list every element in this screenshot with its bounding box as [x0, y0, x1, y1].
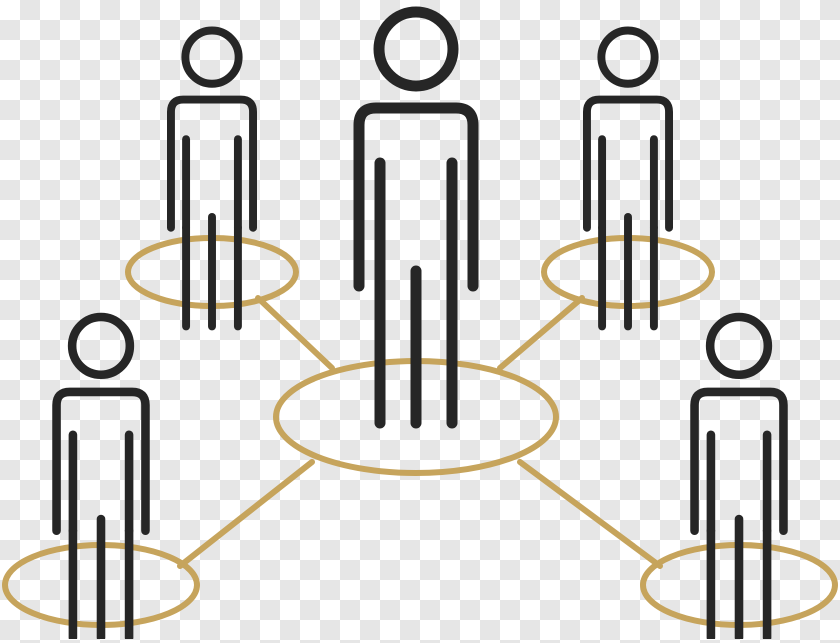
torso-icon	[167, 95, 257, 232]
person-bottom-right-icon	[690, 312, 788, 642]
head-icon	[181, 26, 243, 88]
torso-icon	[690, 387, 788, 536]
connector-line	[177, 459, 315, 569]
person-top-right-icon	[583, 26, 673, 331]
torso-icon	[353, 102, 479, 292]
person-top-left-icon	[167, 26, 257, 331]
connector-group	[177, 295, 663, 569]
torso-icon	[583, 95, 673, 232]
head-icon	[705, 312, 773, 380]
person-group	[52, 6, 788, 642]
head-icon	[67, 312, 135, 380]
connector-line	[497, 295, 585, 371]
connector-line	[255, 295, 335, 371]
connector-line	[517, 459, 663, 569]
torso-icon	[52, 387, 150, 536]
head-icon	[373, 6, 459, 92]
head-icon	[597, 26, 659, 88]
person-center-icon	[353, 6, 479, 429]
person-bottom-left-icon	[52, 312, 150, 642]
